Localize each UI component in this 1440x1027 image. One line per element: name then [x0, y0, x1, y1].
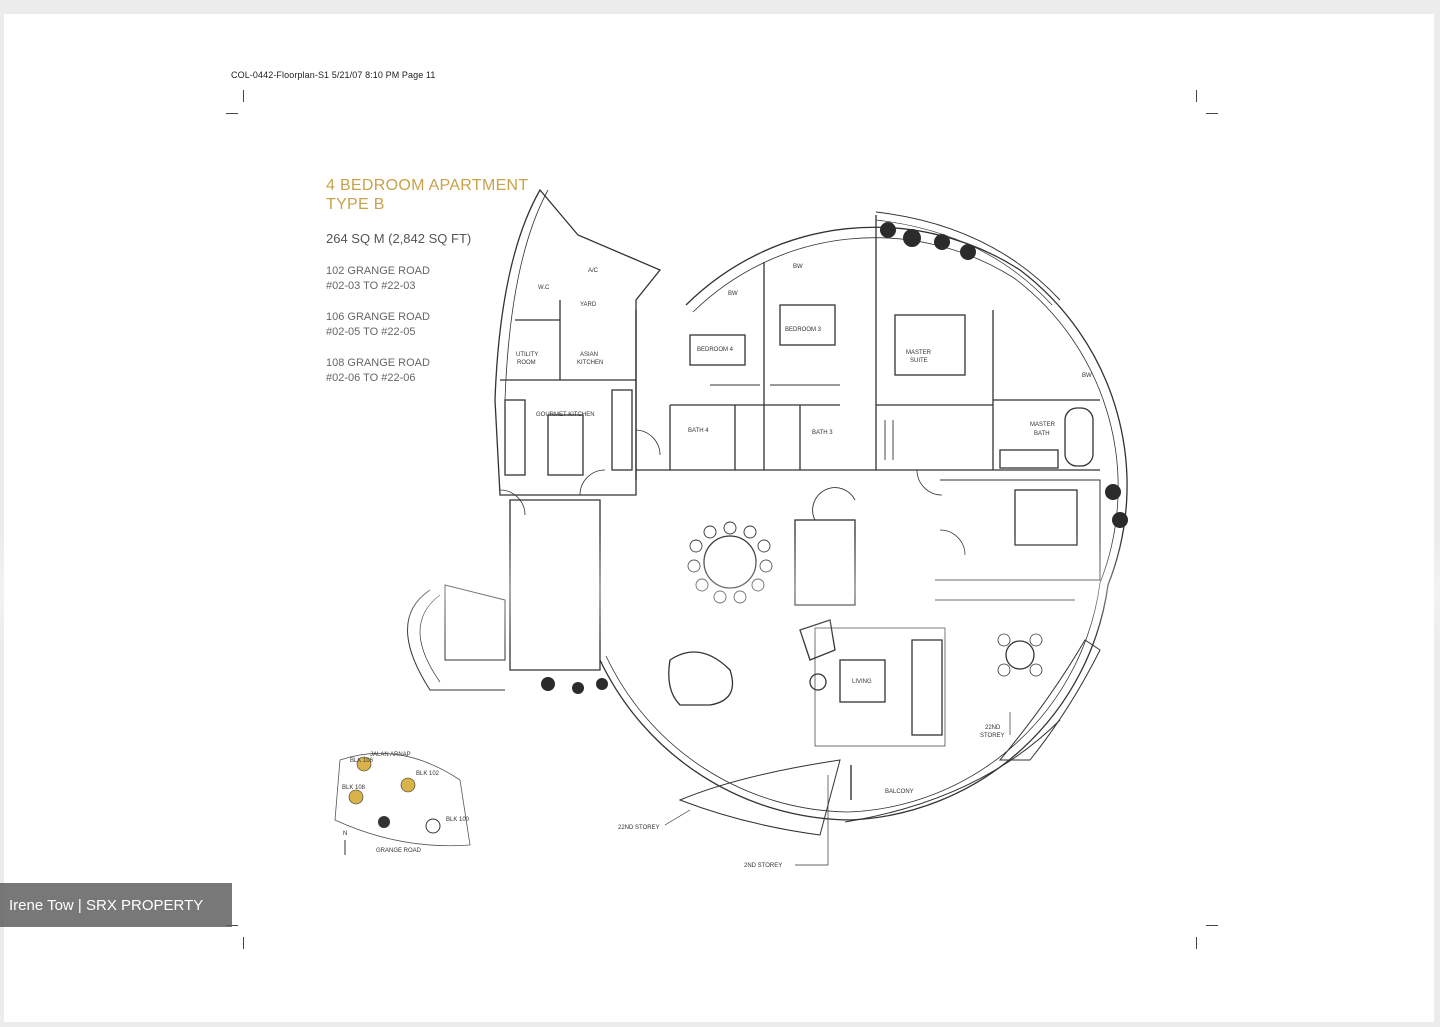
plan-outer-wall: [599, 226, 1128, 821]
address-block-102: 102 GRANGE ROAD #02-03 TO #22-03: [326, 264, 430, 294]
key-plan-blk-106: BLK 106: [350, 758, 374, 764]
kitchen-island: [547, 414, 584, 476]
bed-master: [894, 314, 966, 376]
bed-bedroom-4: [689, 334, 746, 366]
service-wing-wall: [494, 188, 662, 496]
lift-curve: [407, 589, 505, 691]
watermark: Irene Tow | SRX PROPERTY: [0, 883, 232, 927]
right-bedroom-wall: [940, 479, 1101, 581]
lift-curve-inner: [419, 594, 441, 683]
key-plan-outline: [334, 752, 471, 847]
bed-right: [1014, 489, 1078, 546]
label-bedroom-4: BEDROOM 4: [697, 347, 734, 353]
label-master-bath-1: MASTER: [1030, 422, 1056, 428]
label-ac: A/C: [588, 268, 599, 274]
label-asian-kitchen-2: KITCHEN: [577, 360, 603, 366]
top-right-bay: [875, 211, 1061, 301]
grand-piano: [668, 651, 734, 706]
kitchen-counter: [504, 399, 526, 476]
address-units: #02-06 TO #22-06: [326, 372, 416, 384]
apartment-title: 4 BEDROOM APARTMENT TYPE B: [326, 176, 528, 214]
label-bw-2: BW: [793, 264, 803, 270]
key-plan-blk-102-marker: [400, 777, 416, 793]
plan-inner-wall: [605, 237, 1119, 813]
crop-mark-bottom-left-v: [243, 937, 244, 949]
balcony-hatch: [678, 759, 841, 836]
label-master-suite-1: MASTER: [906, 350, 932, 356]
label-bedroom-3: BEDROOM 3: [785, 327, 822, 333]
key-plan-block-marker: [378, 816, 390, 828]
label-22nd-storey-left: 22ND STOREY: [618, 825, 660, 831]
dining-table: [703, 535, 757, 589]
living-rug: [814, 627, 946, 747]
label-utility-2: ROOM: [517, 360, 536, 366]
side-table: [809, 673, 827, 691]
top-right-bay-inner: [875, 219, 1053, 306]
key-plan-blk-108-marker: [348, 789, 364, 805]
key-plan: JALAN ARNAP BLK 106 BLK 102 BLK 108 BLK …: [334, 752, 471, 855]
coffee-table: [839, 659, 886, 703]
planters: [541, 222, 1128, 694]
crop-mark-top-left-h: [226, 113, 238, 114]
lift-lobby-wall: [509, 499, 601, 671]
label-wc: W.C: [538, 285, 550, 291]
vanity: [999, 449, 1059, 469]
kitchen-counter-right: [611, 389, 633, 471]
label-22nd-storey-right-1: 22ND: [985, 725, 1001, 731]
label-living: LIVING: [852, 679, 872, 685]
label-master-suite-2: SUITE: [910, 358, 928, 364]
label-yard: YARD: [580, 302, 597, 308]
sofa: [911, 639, 943, 736]
lift-wing: [444, 584, 506, 661]
label-bw-1: BW: [728, 291, 738, 297]
crop-mark-top-right-v: [1196, 90, 1197, 102]
armchair: [799, 619, 836, 661]
feature-wall: [794, 519, 856, 606]
crop-mark-top-right-h: [1206, 113, 1218, 114]
address-block-108: 108 GRANGE ROAD #02-06 TO #22-06: [326, 356, 430, 386]
address-road: 106 GRANGE ROAD: [326, 311, 430, 323]
key-plan-blk-102: BLK 102: [416, 771, 440, 777]
right-balcony-hatch: [998, 639, 1101, 761]
address-units: #02-03 TO #22-03: [326, 280, 416, 292]
service-wing-curve: [504, 189, 549, 401]
key-plan-blk-108: BLK 108: [342, 785, 366, 791]
master-bathtub: [1064, 407, 1094, 467]
label-utility-1: UTILITY: [516, 352, 538, 358]
floorplan-sheet: [4, 14, 1434, 1022]
apartment-title-line-1: 4 BEDROOM APARTMENT: [326, 177, 529, 194]
label-2nd-storey: 2ND STOREY: [744, 863, 782, 869]
key-plan-blk-106-marker: [356, 756, 372, 772]
address-block-106: 106 GRANGE ROAD #02-05 TO #22-05: [326, 310, 430, 340]
balcony-table: [1005, 640, 1035, 670]
label-asian-kitchen-1: ASIAN: [580, 352, 598, 358]
print-header: COL-0442-Floorplan-S1 5/21/07 8:10 PM Pa…: [231, 70, 436, 80]
key-plan-blk-100-marker: [425, 818, 441, 834]
crop-mark-top-left-v: [243, 90, 244, 102]
address-road: 108 GRANGE ROAD: [326, 357, 430, 369]
label-balcony: BALCONY: [885, 789, 914, 795]
label-gourmet-kitchen: GOURMET KITCHEN: [536, 412, 595, 418]
label-bath-4: BATH 4: [688, 428, 709, 434]
address-units: #02-05 TO #22-05: [326, 326, 416, 338]
crop-mark-bottom-left-h: [226, 925, 238, 926]
label-master-bath-2: BATH: [1034, 431, 1050, 437]
bed-bedroom-3: [779, 304, 836, 346]
key-plan-north: N: [343, 831, 347, 837]
crop-mark-bottom-right-h: [1206, 925, 1218, 926]
balcony-arc: [844, 719, 1061, 823]
address-road: 102 GRANGE ROAD: [326, 265, 430, 277]
label-bath-3: BATH 3: [812, 430, 833, 436]
key-plan-jalan-arnap: JALAN ARNAP: [370, 752, 411, 758]
apartment-title-line-2: TYPE B: [326, 196, 385, 213]
key-plan-blk-100: BLK 100: [446, 817, 470, 823]
apartment-area: 264 SQ M (2,842 SQ FT): [326, 231, 472, 246]
label-22nd-storey-right-2: STOREY: [980, 733, 1005, 739]
label-bw-3: BW: [1082, 373, 1092, 379]
key-plan-grange-road: GRANGE ROAD: [376, 848, 422, 854]
dining-chairs: [687, 521, 773, 604]
crop-mark-bottom-right-v: [1196, 937, 1197, 949]
